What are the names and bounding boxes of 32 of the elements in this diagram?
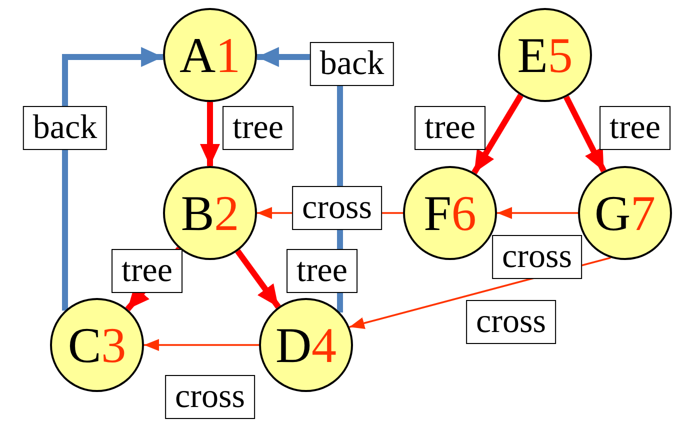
node-number: 6 bbox=[451, 188, 476, 238]
edge-label: tree bbox=[286, 249, 358, 293]
arrow bbox=[200, 102, 220, 166]
node-letter: D bbox=[275, 320, 312, 370]
edge-label: cross bbox=[292, 186, 382, 230]
node-number: 1 bbox=[216, 30, 241, 80]
node-letter: A bbox=[179, 30, 216, 80]
edge-label: cross bbox=[492, 235, 582, 279]
edge-label: back bbox=[22, 106, 108, 150]
node-number: 3 bbox=[101, 320, 126, 370]
edge-label: cross bbox=[165, 375, 255, 419]
node-number: 2 bbox=[214, 188, 240, 238]
edge-label: cross bbox=[466, 300, 556, 344]
node-number: 4 bbox=[312, 320, 337, 370]
edge-label: tree bbox=[414, 106, 486, 150]
edge-label: tree bbox=[222, 106, 294, 150]
node-letter: F bbox=[424, 188, 452, 238]
arrow bbox=[235, 249, 281, 309]
arrow bbox=[472, 94, 524, 174]
edge-label: tree bbox=[600, 106, 670, 150]
node-number: 7 bbox=[630, 188, 656, 238]
arrow bbox=[497, 207, 578, 219]
node-letter: B bbox=[180, 188, 214, 238]
node-letter: E bbox=[517, 30, 548, 80]
node-letter: G bbox=[594, 188, 631, 238]
node-number: 5 bbox=[548, 30, 573, 80]
elbow-arrow bbox=[62, 47, 164, 311]
edge-label: back bbox=[310, 42, 394, 86]
arrow bbox=[564, 96, 606, 172]
node-letter: C bbox=[68, 320, 102, 370]
arrow bbox=[144, 339, 259, 351]
edge-label: tree bbox=[112, 249, 182, 293]
